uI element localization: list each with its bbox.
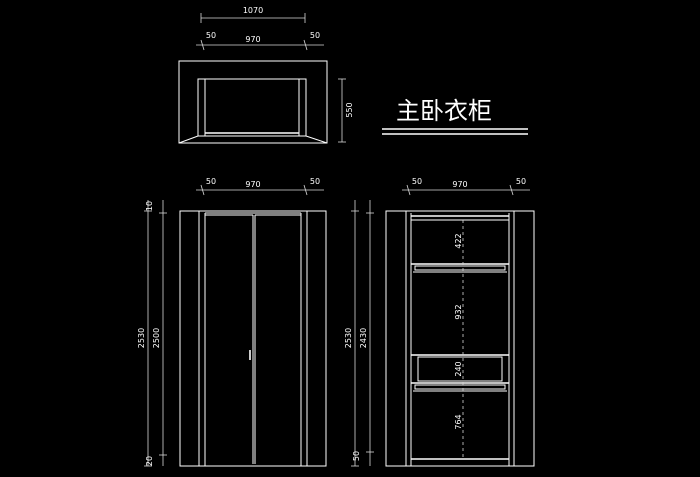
interior-side-right: 50 bbox=[516, 177, 526, 186]
plan-side-left: 50 bbox=[206, 31, 216, 40]
front-side-right: 50 bbox=[310, 177, 320, 186]
front-bottom-gap: 20 bbox=[145, 456, 154, 466]
front-door-height: 2500 bbox=[152, 328, 161, 348]
compartment-1: 422 bbox=[454, 233, 463, 248]
interior-view: 50 970 50 422 932 240 764 bbox=[344, 177, 535, 467]
interior-inner-width: 970 bbox=[452, 180, 467, 189]
drawing-title: 主卧衣柜 bbox=[396, 97, 492, 125]
plan-depth: 550 bbox=[345, 102, 354, 117]
plan-inner-width: 970 bbox=[245, 35, 260, 44]
compartment-2: 932 bbox=[454, 304, 463, 319]
compartment-4: 764 bbox=[454, 414, 463, 429]
front-view: 50 970 50 10 2530 2500 20 bbox=[137, 177, 327, 467]
front-side-left: 50 bbox=[206, 177, 216, 186]
front-inner-width: 970 bbox=[245, 180, 260, 189]
interior-total-height: 2530 bbox=[344, 328, 353, 348]
front-top-gap: 10 bbox=[145, 201, 154, 211]
interior-bottom-base: 50 bbox=[352, 451, 361, 461]
plan-view: 1070 50 970 50 550 bbox=[178, 6, 354, 144]
title-block: 主卧衣柜 bbox=[382, 97, 528, 135]
plan-overall-width: 1070 bbox=[243, 6, 263, 15]
compartment-3: 240 bbox=[454, 361, 463, 376]
interior-inner-height: 2430 bbox=[359, 328, 368, 348]
front-total-height: 2530 bbox=[137, 328, 146, 348]
plan-side-right: 50 bbox=[310, 31, 320, 40]
interior-side-left: 50 bbox=[412, 177, 422, 186]
